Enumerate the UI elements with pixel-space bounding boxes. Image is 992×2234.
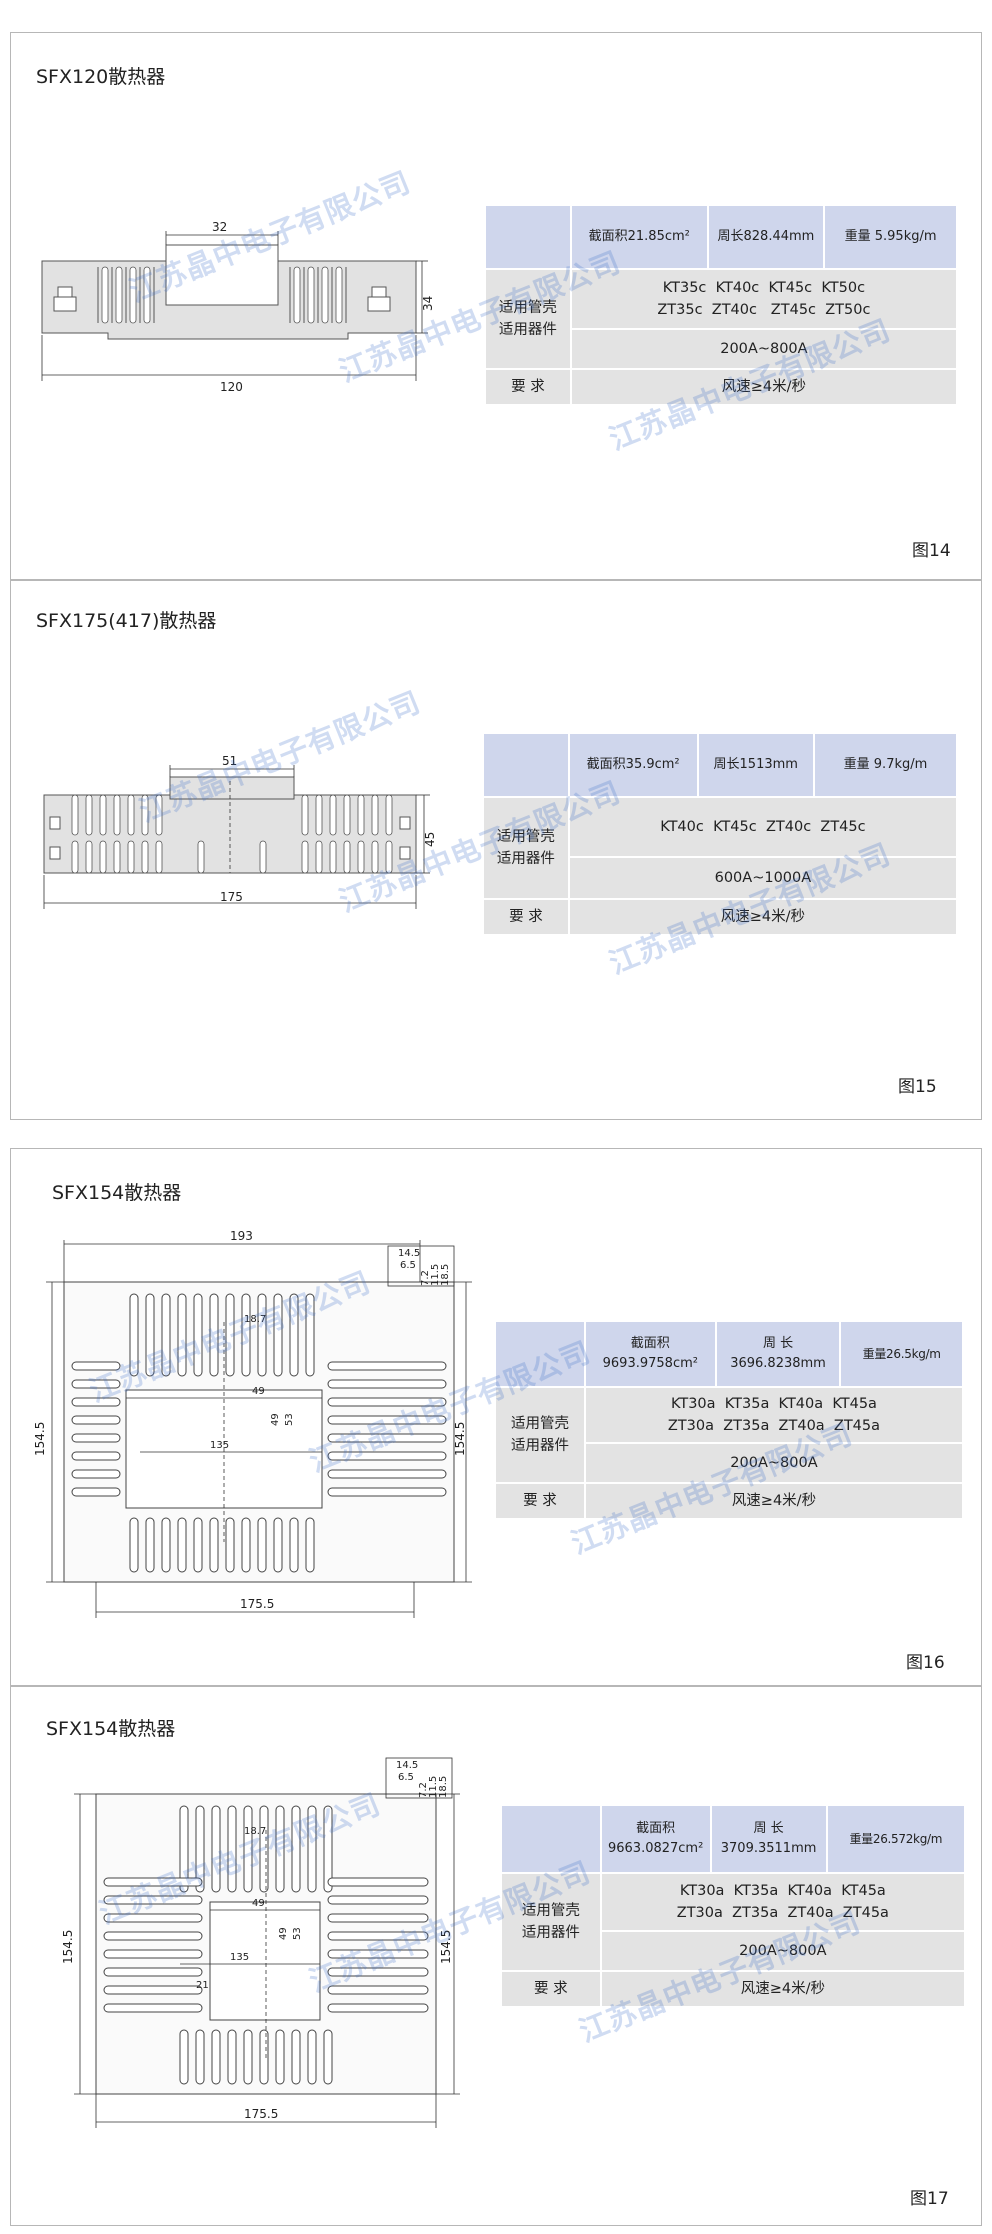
dim-small: 7.2 xyxy=(418,1782,429,1798)
spec-weight: 重量 5.95kg/m xyxy=(825,206,956,268)
dim-small: 6.5 xyxy=(398,1772,414,1783)
devices-label: 适用管壳 适用器件 xyxy=(484,798,568,898)
spec-area: 截面积 9663.0827cm² xyxy=(601,1806,710,1872)
dim-fin: 18.7 xyxy=(244,1826,266,1837)
dim-small: 6.5 xyxy=(400,1260,416,1271)
spec-table: 截面积 9663.0827cm² 周 长 3709.3511mm 重量26.57… xyxy=(500,1804,966,2008)
dim-inner-v2: 53 xyxy=(284,1413,295,1426)
spec-perimeter: 周 长 3696.8238mm xyxy=(716,1322,840,1386)
spec-perimeter: 周长1513mm xyxy=(698,734,813,796)
dim-fin: 18.7 xyxy=(244,1314,266,1325)
dim-slot: 32 xyxy=(212,220,227,234)
heatsink-profile-drawing: 51 175 45 xyxy=(43,754,437,909)
header-blank xyxy=(486,206,570,268)
spec-perimeter: 周 长 3709.3511mm xyxy=(711,1806,826,1872)
spec-table: 截面积35.9cm² 周长1513mm 重量 9.7kg/m 适用管壳 适用器件… xyxy=(482,732,958,936)
current-range: 600A~1000A xyxy=(569,858,956,898)
devices-label: 适用管壳 适用器件 xyxy=(502,1874,600,1970)
spec-table: 截面积 9693.9758cm² 周 长 3696.8238mm 重量26.5k… xyxy=(494,1320,964,1520)
dim-right: 154.5 xyxy=(453,1422,467,1456)
figure-number: 图17 xyxy=(910,2189,949,2209)
spec-table: 截面积21.85cm² 周长828.44mm 重量 5.95kg/m 适用管壳 … xyxy=(484,204,958,406)
devices-line: ZT30a ZT35a ZT40a ZT45a xyxy=(667,1418,881,1434)
requirement-label: 要 求 xyxy=(496,1484,584,1518)
devices-label: 适用管壳 适用器件 xyxy=(496,1388,584,1482)
dim-inner-h: 49 xyxy=(252,1898,265,1909)
requirement-label: 要 求 xyxy=(486,370,570,404)
dim-bottom: 175.5 xyxy=(244,2107,278,2121)
requirement-label: 要 求 xyxy=(484,900,568,934)
dim-height: 34 xyxy=(421,296,435,311)
header-blank xyxy=(502,1806,600,1872)
dim-right: 154.5 xyxy=(439,1930,453,1964)
panel-title: SFX120散热器 xyxy=(36,66,166,88)
requirement-label: 要 求 xyxy=(502,1972,600,2006)
heatsink-profile-drawing: 193 175.5 154.5 154.5 18.7 49 49 53 135 … xyxy=(33,1229,472,1618)
devices-cell: KT30a KT35a KT40a KT45a ZT30a ZT35a ZT40… xyxy=(601,1874,964,1930)
requirement-value: 风速≥4米/秒 xyxy=(585,1484,962,1518)
current-range: 200A~800A xyxy=(571,330,956,368)
panel-title: SFX154散热器 xyxy=(46,1718,176,1740)
devices-cell: KT35c KT40c KT45c KT50c ZT35c ZT40c ZT45… xyxy=(571,270,956,328)
header-blank xyxy=(496,1322,584,1386)
dim-small: 14.5 xyxy=(398,1248,420,1259)
dim-center: 135 xyxy=(230,1952,249,1963)
dim-small: 18.5 xyxy=(438,1776,449,1798)
dim-small: 7.2 xyxy=(420,1270,431,1286)
spec-weight: 重量26.572kg/m xyxy=(827,1806,964,1872)
spec-perimeter: 周长828.44mm xyxy=(708,206,824,268)
dim-inner-v: 49 xyxy=(270,1413,281,1426)
current-range: 200A~800A xyxy=(601,1932,964,1970)
heatsink-profile-drawing: 32 120 34 xyxy=(41,220,435,394)
dim-center: 135 xyxy=(210,1440,229,1451)
devices-line: ZT35c ZT40c ZT45c ZT50c xyxy=(657,302,871,318)
requirement-value: 风速≥4米/秒 xyxy=(569,900,956,934)
dim-width: 120 xyxy=(220,380,243,394)
figure-number: 图14 xyxy=(912,541,951,561)
dim-height: 45 xyxy=(423,832,437,847)
devices-line: KT30a KT35a KT40a KT45a xyxy=(679,1882,886,1899)
figure-number: 图16 xyxy=(906,1653,945,1673)
devices-label: 适用管壳 适用器件 xyxy=(486,270,570,368)
spec-weight: 重量26.5kg/m xyxy=(841,1322,962,1386)
spec-area: 截面积35.9cm² xyxy=(569,734,697,796)
center-slot xyxy=(169,776,295,800)
figure-number: 图15 xyxy=(898,1077,937,1097)
header-blank xyxy=(484,734,568,796)
dim-left: 154.5 xyxy=(33,1422,47,1456)
center-slot xyxy=(165,244,279,306)
dim-small: 11.5 xyxy=(430,1264,441,1286)
panel-title: SFX175(417)散热器 xyxy=(36,610,217,632)
spec-area: 截面积21.85cm² xyxy=(571,206,707,268)
devices-line: KT40c KT45c ZT40c ZT45c xyxy=(660,818,866,835)
dim-inner-v2: 53 xyxy=(292,1927,303,1940)
current-range: 200A~800A xyxy=(585,1444,962,1482)
dim-foot: 21 xyxy=(196,1980,209,1991)
heatsink-profile-drawing: 175.5 154.5 154.5 18.7 49 49 53 135 21 1… xyxy=(61,1757,460,2128)
dim-slot: 51 xyxy=(222,754,237,768)
devices-line: KT35c KT40c KT45c KT50c xyxy=(662,279,866,296)
dim-width: 175 xyxy=(220,890,243,904)
requirement-value: 风速≥4米/秒 xyxy=(601,1972,964,2006)
dim-inner-h: 49 xyxy=(252,1386,265,1397)
dim-top: 193 xyxy=(230,1229,253,1243)
dim-left: 154.5 xyxy=(61,1930,75,1964)
spec-area: 截面积 9693.9758cm² xyxy=(585,1322,715,1386)
devices-line: ZT30a ZT35a ZT40a ZT45a xyxy=(676,1905,889,1921)
dim-small: 18.5 xyxy=(440,1264,451,1286)
center-hole xyxy=(209,1901,321,2021)
panel-title: SFX154散热器 xyxy=(52,1182,182,1204)
devices-line: KT30a KT35a KT40a KT45a xyxy=(670,1395,877,1412)
dim-inner-v: 49 xyxy=(278,1927,289,1940)
dim-small: 14.5 xyxy=(396,1760,418,1771)
devices-cell: KT40c KT45c ZT40c ZT45c xyxy=(569,798,956,856)
requirement-value: 风速≥4米/秒 xyxy=(571,370,956,404)
devices-cell: KT30a KT35a KT40a KT45a ZT30a ZT35a ZT40… xyxy=(585,1388,962,1442)
dim-bottom: 175.5 xyxy=(240,1597,274,1611)
dim-small: 11.5 xyxy=(428,1776,439,1798)
spec-weight: 重量 9.7kg/m xyxy=(814,734,956,796)
